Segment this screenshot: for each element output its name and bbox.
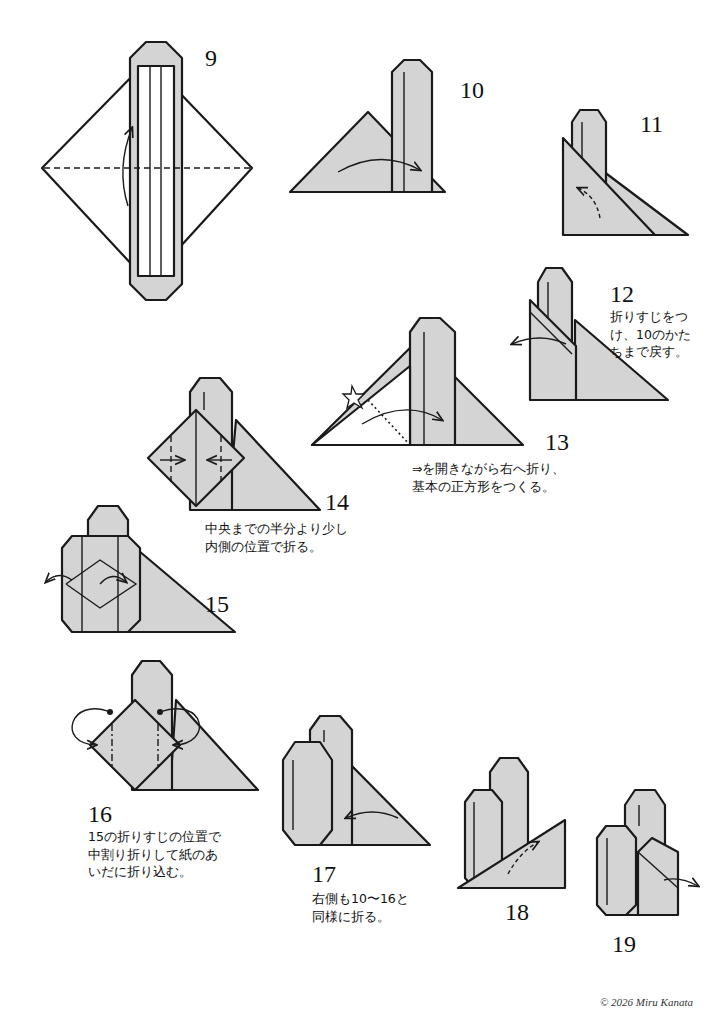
step-number: 17 <box>312 862 336 886</box>
copyright: © 2026 Miru Kanata <box>600 996 693 1008</box>
step-number: 10 <box>460 78 484 102</box>
step-9-figure <box>42 42 252 300</box>
step-10-figure <box>290 60 445 192</box>
step-17-figure <box>283 716 430 845</box>
step-11-figure <box>563 110 688 235</box>
step-16-figure <box>72 661 258 790</box>
step-14-figure <box>148 378 320 510</box>
instruction-note: 折りすじをつ け、10のかた ちまで戻す。 <box>610 308 706 361</box>
instruction-note: ⇒を開きながら右へ折り、 基本の正方形をつくる。 <box>412 460 588 495</box>
step-13-figure <box>312 318 523 445</box>
step-number: 13 <box>545 430 569 454</box>
instruction-note: 中央までの半分より少し 内側の位置で折る。 <box>205 520 365 555</box>
instruction-note: 15の折りすじの位置で 中割り折りして紙のあ いだに折り込む。 <box>88 828 224 881</box>
step-19-figure <box>597 790 698 915</box>
instruction-note: 右側も10〜16と 同様に折る。 <box>312 890 424 925</box>
step-number: 9 <box>205 46 217 70</box>
step-number: 12 <box>610 282 634 306</box>
step-number: 16 <box>88 802 112 826</box>
step-number: 18 <box>505 900 529 924</box>
step-number: 11 <box>640 112 663 136</box>
step-18-figure <box>458 758 565 888</box>
step-number: 19 <box>612 932 636 956</box>
step-number: 15 <box>205 592 229 616</box>
step-number: 14 <box>325 490 349 514</box>
